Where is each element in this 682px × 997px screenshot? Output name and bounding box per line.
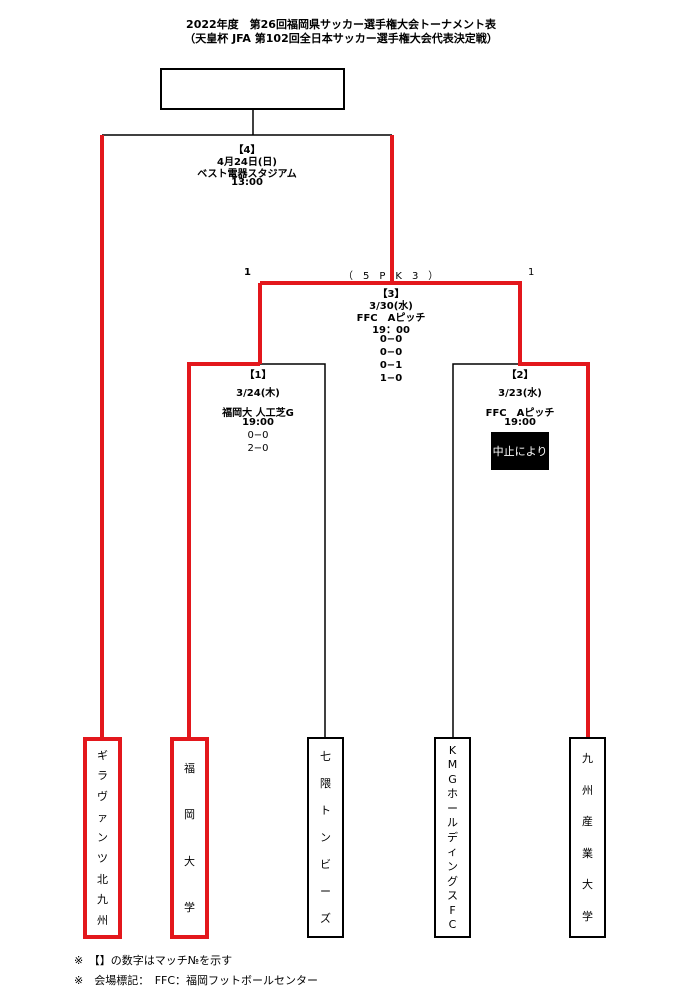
m1-date: 3/24(木)	[236, 388, 280, 399]
team-name-kyusan-univ: 九州産業大学	[571, 743, 604, 932]
team-name-char: ビ	[320, 858, 331, 871]
semi-match-no: 【3】	[377, 289, 405, 300]
team-name-char: G	[448, 772, 457, 786]
team-name-char: 七	[320, 750, 331, 763]
semi-period-2: 0−0	[379, 347, 403, 358]
team-name-char: ス	[447, 889, 458, 903]
m1-period-1: 0−0	[247, 430, 269, 441]
final-time: 13:00	[231, 177, 263, 188]
team-name-char: ァ	[97, 810, 108, 824]
team-name-char: 隈	[320, 777, 331, 790]
m1-match-no: 【1】	[244, 370, 272, 381]
team-name-char: 大	[582, 878, 593, 892]
team-name-char: 学	[184, 901, 195, 915]
team-name-char: ル	[447, 816, 458, 830]
team-name-char: 北	[97, 872, 108, 886]
team-name-char: ン	[447, 860, 458, 874]
team-name-char: F	[449, 903, 456, 917]
team-box-fukuoka-univ: 福岡大学	[170, 737, 209, 939]
team-name-char: グ	[447, 874, 458, 888]
semi-time: 19：00	[372, 325, 410, 336]
m2-time: 19:00	[504, 417, 536, 428]
m1-period-2: 2−0	[247, 443, 269, 454]
team-box-nanakuma: 七隈トンビーズ	[307, 737, 344, 938]
team-name-nanakuma: 七隈トンビーズ	[309, 743, 342, 932]
team-box-kyusan-univ: 九州産業大学	[569, 737, 606, 938]
final-date: 4月24日(日)	[216, 157, 278, 168]
m1-venue: 福岡大 人工芝G	[222, 408, 294, 419]
team-name-char: ー	[320, 885, 331, 898]
team-name-char: C	[448, 918, 457, 932]
team-name-char: ト	[320, 804, 331, 817]
team-name-char: 産	[582, 815, 593, 829]
title-line-2: （天皇杯 JFA 第102回全日本サッカー選手権大会代表決定戦）	[184, 32, 498, 45]
team-name-char: M	[447, 758, 458, 772]
m2-match-no: 【2】	[506, 370, 534, 381]
win-path-m1-left	[187, 362, 260, 738]
semi-pk: （ 5 P K 3 ）	[343, 271, 439, 282]
semi-period-3: 0−1	[379, 360, 403, 371]
team-name-char: 業	[582, 846, 593, 860]
final-venue: ベスト電器スタジアム	[197, 169, 297, 180]
team-name-char: ン	[320, 831, 331, 844]
title-line-1: 2022年度 第26回福岡県サッカー選手権大会トーナメント表	[186, 18, 496, 31]
team-name-char: ン	[97, 831, 108, 845]
team-name-char: ホ	[447, 787, 458, 801]
team-name-char: 岡	[184, 808, 195, 822]
semi-score-right: 1	[528, 267, 535, 278]
team-name-char: ヴ	[97, 790, 108, 804]
note-match-no: ※ 【】の数字はマッチ№を示す	[74, 954, 233, 967]
team-name-char: 大	[184, 854, 195, 868]
team-name-char: ギ	[97, 748, 108, 762]
m1-time: 19:00	[242, 417, 274, 428]
team-name-giravanz: ギラヴァンツ北九州	[87, 745, 118, 931]
win-path-semi-right	[392, 281, 590, 738]
semi-date: 3/30(水)	[369, 301, 413, 312]
final-match-no: 【4】	[233, 145, 261, 156]
team-name-char: 福	[184, 761, 195, 775]
win-path-final-right	[260, 135, 394, 285]
team-name-char: ツ	[97, 852, 108, 866]
m2-cancel-badge: 中止により	[491, 432, 549, 470]
team-name-char: ズ	[320, 912, 331, 925]
semi-score-left: 1	[244, 267, 251, 278]
semi-period-4: 1−0	[379, 373, 403, 384]
semi-period-1: 0−0	[379, 334, 403, 345]
m2-date: 3/23(水)	[498, 388, 542, 399]
team-name-char: K	[448, 743, 457, 757]
team-name-char: ー	[447, 801, 458, 815]
semi-venue: FFC Aピッチ	[356, 313, 426, 324]
team-box-giravanz: ギラヴァンツ北九州	[83, 737, 122, 939]
m2-venue: FFC Aピッチ	[485, 408, 555, 419]
team-name-char: ラ	[97, 769, 108, 783]
team-name-fukuoka-univ: 福岡大学	[174, 745, 205, 931]
team-name-char: 学	[582, 909, 593, 923]
line-m2-left	[452, 363, 520, 738]
note-venue: ※ 会場標記： FFC：福岡フットボールセンター	[74, 974, 319, 987]
team-name-char: 九	[97, 893, 108, 907]
line-m1-right	[258, 363, 326, 738]
team-name-char: ィ	[447, 845, 458, 859]
team-name-char: 州	[582, 783, 593, 797]
team-name-char: 九	[582, 752, 593, 766]
champion-box	[160, 68, 345, 110]
team-name-char: デ	[447, 830, 458, 844]
team-name-char: 州	[97, 914, 108, 928]
